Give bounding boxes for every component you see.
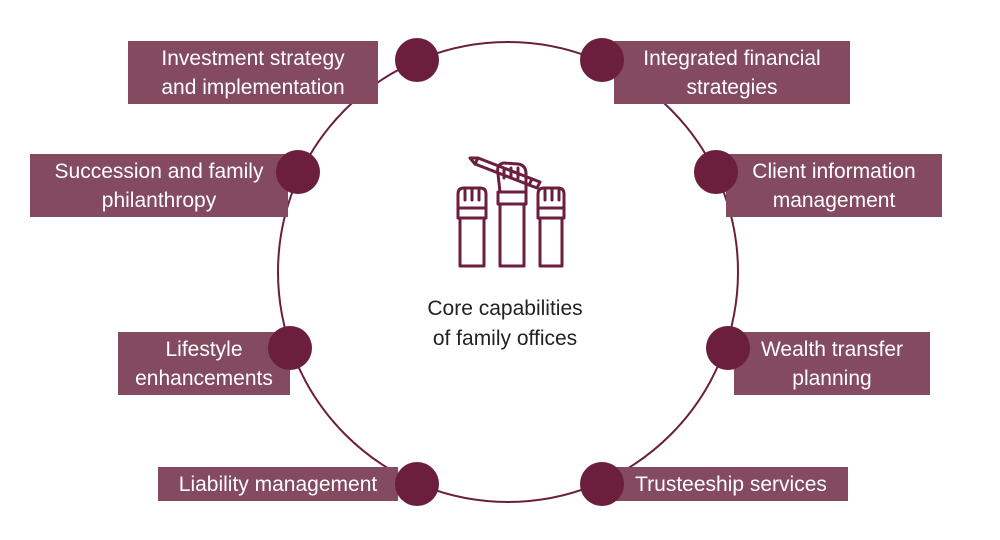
- capability-investment-strategy: Investment strategy and implementation: [128, 41, 378, 104]
- capability-client-information: Client information management: [726, 154, 942, 217]
- capability-label: Lifestyle enhancements: [135, 337, 273, 390]
- raised-hands-with-pencil-icon: [456, 156, 566, 268]
- ring-dot: [395, 38, 439, 82]
- ring-dot: [268, 326, 312, 370]
- center-title: Core capabilities of family offices: [427, 297, 583, 350]
- capability-integrated-financial: Integrated financial strategies: [614, 41, 850, 104]
- capability-lifestyle-enhancements: Lifestyle enhancements: [118, 332, 290, 395]
- capability-label: Trusteeship services: [635, 472, 827, 496]
- ring-dot: [395, 462, 439, 506]
- capability-wealth-transfer: Wealth transfer planning: [734, 332, 930, 395]
- capability-label: Liability management: [178, 472, 378, 496]
- capability-succession-philanthropy: Succession and family philanthropy: [30, 154, 288, 217]
- ring-dot: [706, 326, 750, 370]
- ring-dot: [276, 150, 320, 194]
- center-circle: [277, 41, 739, 503]
- ring-dot: [580, 462, 624, 506]
- capability-label: Succession and family philanthropy: [54, 159, 264, 212]
- capability-label: Investment strategy and implementation: [161, 46, 345, 99]
- capability-label: Integrated financial strategies: [643, 46, 821, 99]
- capability-label: Wealth transfer planning: [760, 337, 903, 390]
- ring-dot: [580, 38, 624, 82]
- capability-liability-management: Liability management: [158, 467, 398, 501]
- capability-label: Client information management: [752, 159, 916, 212]
- ring-dot: [694, 150, 738, 194]
- capability-trusteeship-services: Trusteeship services: [614, 467, 848, 501]
